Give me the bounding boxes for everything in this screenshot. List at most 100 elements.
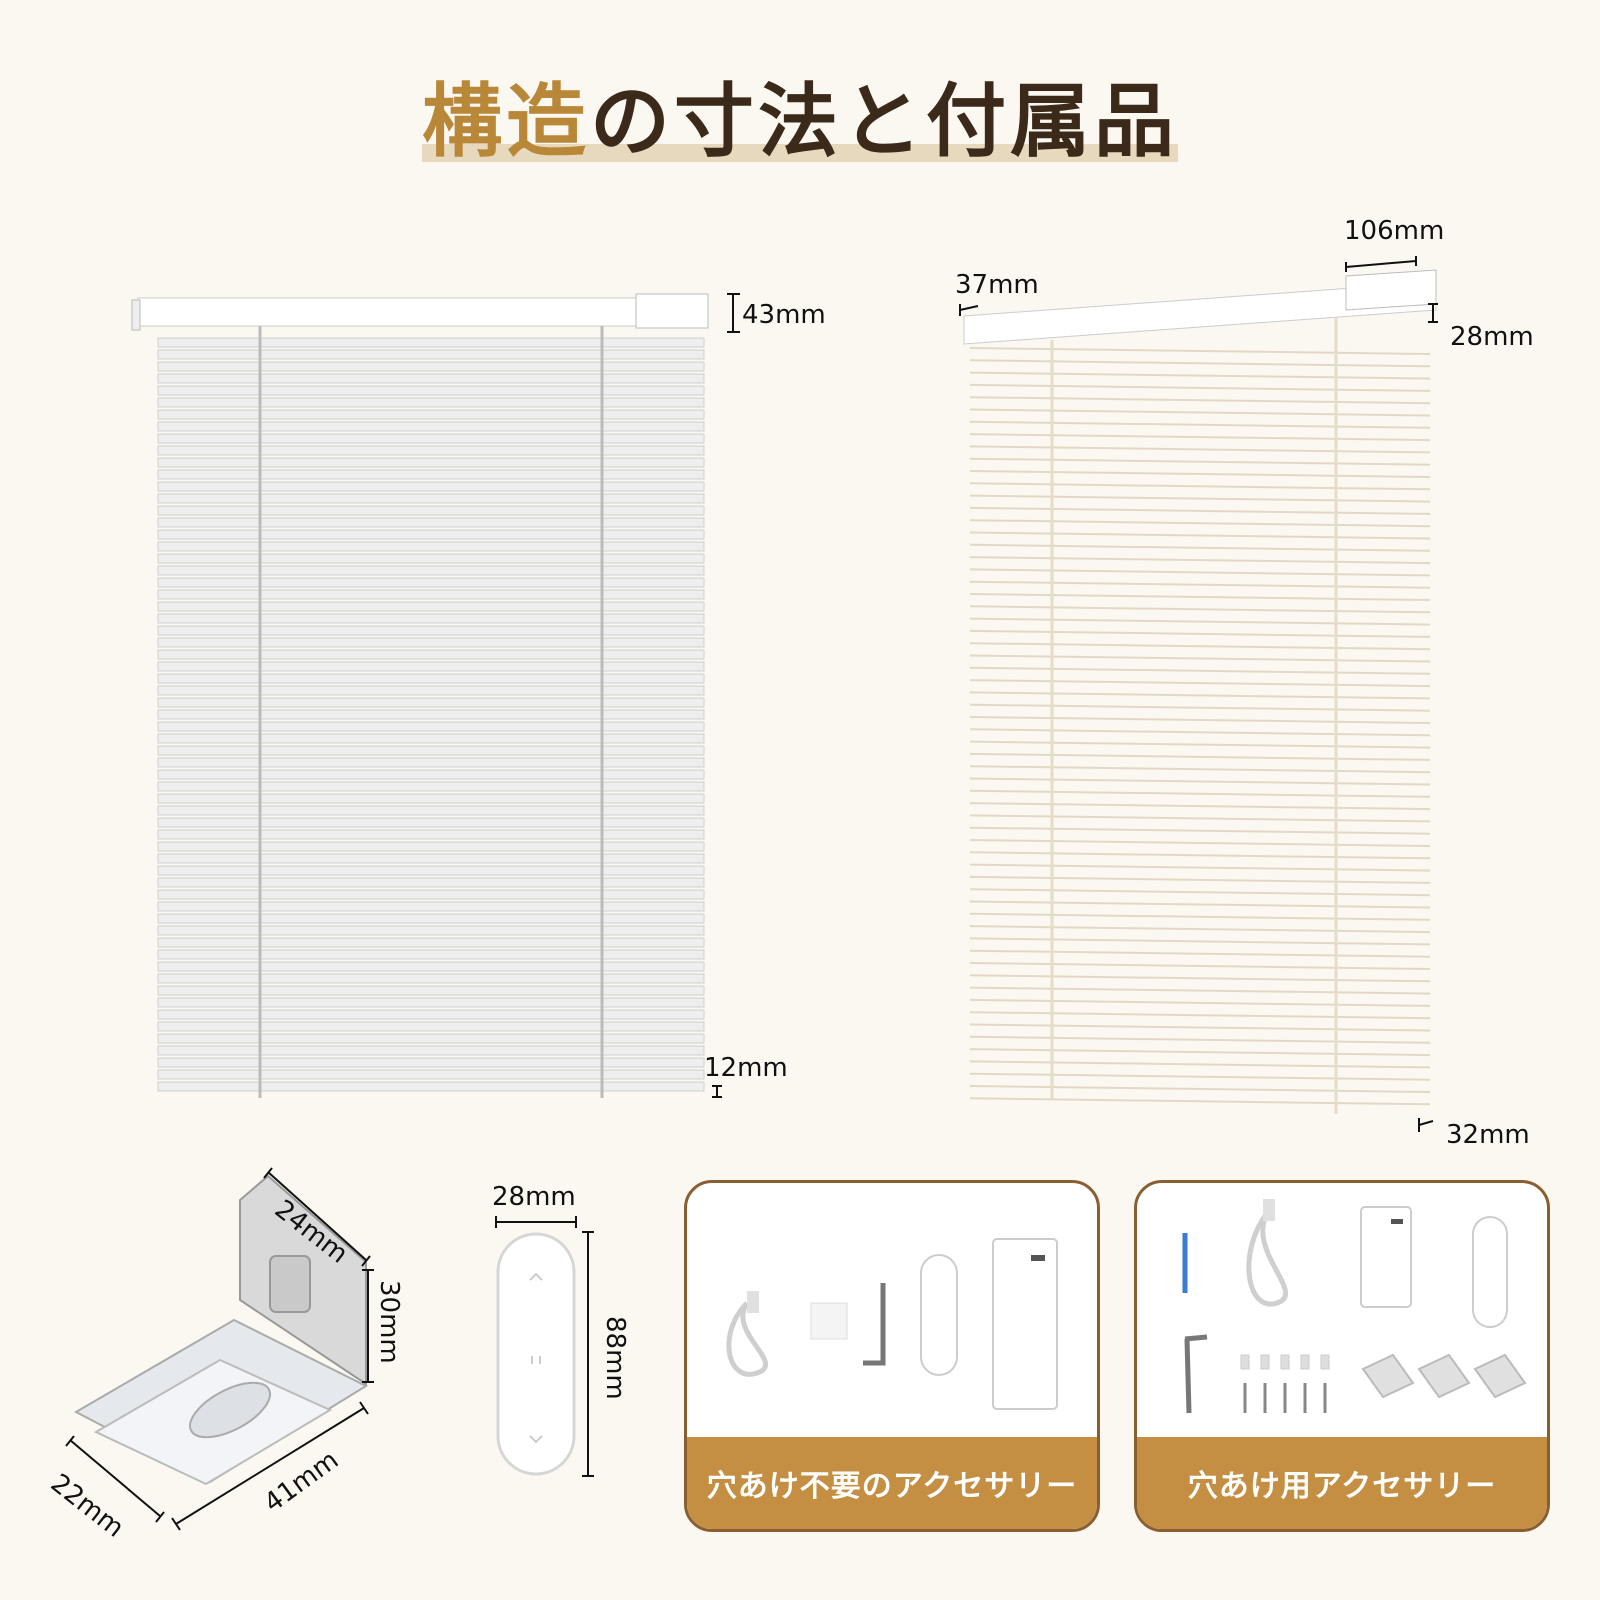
panel1-items xyxy=(726,1238,1058,1410)
front-slat xyxy=(157,781,705,792)
front-slat xyxy=(157,349,705,360)
bracket-right-dim-mark xyxy=(171,1401,369,1531)
side-slat xyxy=(969,777,1431,786)
front-headrail xyxy=(137,297,639,327)
side-slat xyxy=(969,1085,1431,1093)
front-slat xyxy=(157,913,705,924)
panel2-label: 穴あけ用アクセサリー xyxy=(1137,1437,1547,1529)
side-slat xyxy=(969,839,1431,847)
front-end-cap xyxy=(131,299,141,331)
front-slat xyxy=(157,577,705,588)
front-slat xyxy=(157,685,705,696)
remote-height-label: 88mm xyxy=(600,1316,630,1400)
side-blind-slats xyxy=(969,347,1431,1106)
side-slat xyxy=(969,1011,1431,1020)
remote-up-icon xyxy=(529,1272,543,1281)
front-slat xyxy=(157,673,705,684)
front-slat xyxy=(157,409,705,420)
bracket-top-dim-mark xyxy=(263,1167,371,1267)
side-slat xyxy=(969,666,1431,675)
front-slat xyxy=(157,805,705,816)
side-slat xyxy=(969,703,1431,712)
side-headrail xyxy=(963,281,1437,345)
front-slat xyxy=(157,505,705,516)
side-bottom-label: 32mm xyxy=(1446,1120,1530,1150)
front-slat xyxy=(157,625,705,636)
front-slat xyxy=(157,901,705,912)
remote-height-dim-mark xyxy=(582,1231,594,1477)
side-slat xyxy=(969,1048,1431,1057)
hex-wrench-icon xyxy=(1184,1334,1208,1414)
side-slat xyxy=(969,654,1431,663)
side-slat xyxy=(969,863,1431,872)
side-slat xyxy=(969,1035,1431,1044)
front-slat xyxy=(157,481,705,492)
side-slat xyxy=(969,1060,1431,1069)
front-slat xyxy=(157,517,705,528)
front-slat xyxy=(157,565,705,576)
front-slat-dim-mark xyxy=(712,1085,722,1098)
side-slat xyxy=(969,998,1431,1007)
title-highlight: 構造 xyxy=(422,75,590,168)
front-head-height-label: 43mm xyxy=(742,300,826,330)
side-slat xyxy=(969,740,1431,749)
side-slat xyxy=(969,962,1431,970)
side-slat xyxy=(969,679,1431,688)
front-slat xyxy=(157,601,705,612)
front-blind-slats xyxy=(157,337,705,1092)
front-slat xyxy=(157,385,705,396)
side-motor-width-label: 106mm xyxy=(1344,216,1445,246)
adhesive-pad-icon xyxy=(810,1302,848,1340)
panel2-items xyxy=(1182,1199,1527,1414)
side-slat xyxy=(969,543,1431,552)
front-slat xyxy=(157,889,705,900)
side-slat xyxy=(969,728,1431,737)
front-slat xyxy=(157,553,705,564)
side-slat xyxy=(969,580,1431,589)
front-slat xyxy=(157,493,705,504)
accessory-panel-no-drill: 穴あけ不要のアクセサリー xyxy=(684,1180,1100,1532)
side-slat xyxy=(969,347,1431,355)
front-slat xyxy=(157,961,705,972)
side-slat xyxy=(969,519,1431,528)
side-slat xyxy=(969,445,1431,454)
front-slat xyxy=(157,1009,705,1020)
remote-down-icon xyxy=(529,1435,543,1444)
remote-stop-icon xyxy=(531,1356,541,1364)
front-slat xyxy=(157,1045,705,1056)
battery-pack-icon xyxy=(992,1238,1058,1410)
side-slat xyxy=(969,556,1431,565)
front-slat xyxy=(157,373,705,384)
front-slat xyxy=(157,649,705,660)
side-slat xyxy=(969,494,1431,503)
front-slat xyxy=(157,949,705,960)
front-slat xyxy=(157,877,705,888)
side-motor-dim-mark xyxy=(1345,256,1417,272)
side-slat xyxy=(969,593,1431,601)
bracket-tab xyxy=(269,1255,311,1313)
side-slat xyxy=(969,531,1431,540)
front-slat xyxy=(157,841,705,852)
front-slat xyxy=(157,853,705,864)
side-depth-dim-mark xyxy=(959,304,979,316)
front-slat xyxy=(157,793,705,804)
front-slat xyxy=(157,421,705,432)
title-rest: の寸法と付属品 xyxy=(590,75,1178,168)
side-height-label: 28mm xyxy=(1450,322,1534,352)
page-title: 構造の寸法と付属品 xyxy=(422,78,1178,166)
side-slat xyxy=(969,629,1431,638)
front-slat xyxy=(157,829,705,840)
front-slat xyxy=(157,469,705,480)
side-slat xyxy=(969,937,1431,946)
side-slat xyxy=(969,826,1431,835)
bracket-icon xyxy=(1361,1353,1527,1399)
battery-pack-icon xyxy=(1360,1206,1412,1308)
side-slat xyxy=(969,925,1431,934)
side-slat xyxy=(969,371,1431,380)
side-slat xyxy=(969,1097,1431,1106)
front-slat xyxy=(157,745,705,756)
front-slat xyxy=(157,445,705,456)
front-slat xyxy=(157,937,705,948)
bracket-slot xyxy=(189,1381,271,1439)
